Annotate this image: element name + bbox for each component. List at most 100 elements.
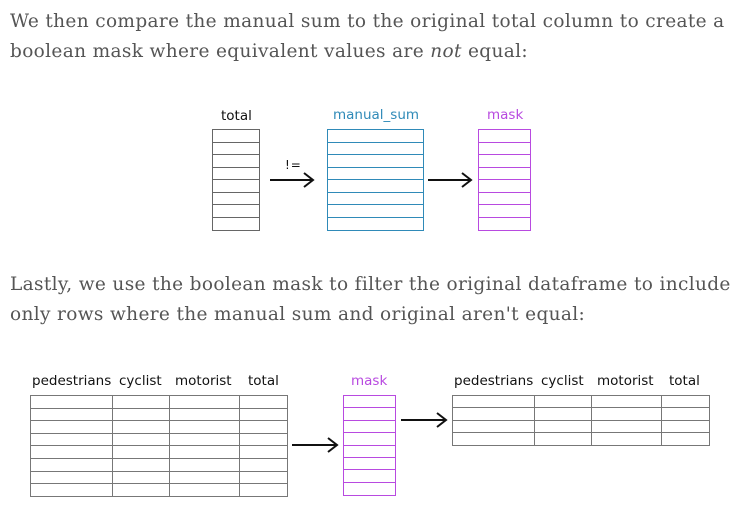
- table-cell: [591, 432, 662, 446]
- table-cell: [239, 470, 288, 485]
- column-cell: [479, 193, 530, 205]
- arrow-right-icon: [270, 172, 315, 188]
- column-cell: [213, 143, 259, 155]
- column-cell: [344, 396, 395, 409]
- column-cell: [328, 155, 423, 168]
- mask-column: [343, 395, 396, 496]
- column-cell: [328, 205, 423, 218]
- column-cell: [213, 193, 259, 205]
- left-header-pedestrians: pedestrians: [32, 373, 112, 389]
- arrow-right-icon: [292, 437, 339, 453]
- table-cell: [239, 395, 288, 409]
- column-cell: [344, 470, 395, 483]
- arrow-right-icon: [401, 412, 448, 428]
- table-cell: [661, 419, 710, 434]
- right-header-cyclist: cyclist: [541, 373, 584, 389]
- table-cell: [169, 432, 240, 447]
- original-dataframe-table: [30, 395, 288, 497]
- table-cell: [239, 407, 288, 422]
- column-cell: [344, 458, 395, 471]
- left-header-motorist: motorist: [175, 373, 232, 389]
- column-cell: [344, 408, 395, 421]
- table-row: [30, 457, 288, 472]
- column-cell: [213, 168, 259, 180]
- table-cell: [239, 483, 288, 497]
- table-cell: [169, 470, 240, 485]
- table-cell: [112, 407, 170, 422]
- table-cell: [452, 407, 535, 421]
- table-cell: [30, 407, 113, 422]
- table-row: [30, 432, 288, 447]
- column-cell: [328, 218, 423, 231]
- column-cell: [328, 193, 423, 205]
- not-equal-operator: !=: [285, 158, 302, 172]
- table-cell: [169, 483, 240, 497]
- paragraph-compare-text-before: We then compare the manual sum to the or…: [10, 11, 725, 62]
- column-cell: [213, 130, 259, 143]
- right-header-motorist: motorist: [597, 373, 654, 389]
- mask-column-label: mask: [487, 107, 524, 123]
- table-cell: [169, 420, 240, 434]
- table-cell: [112, 395, 170, 409]
- table-row: [30, 445, 288, 459]
- table-cell: [169, 457, 240, 472]
- table-cell: [452, 432, 535, 446]
- column-cell: [479, 180, 530, 193]
- table-row: [452, 394, 710, 409]
- table-cell: [239, 457, 288, 472]
- table-cell: [169, 445, 240, 459]
- right-header-total: total: [669, 373, 700, 389]
- table-cell: [452, 419, 535, 434]
- column-cell: [479, 155, 530, 168]
- table-cell: [534, 419, 592, 434]
- table-cell: [239, 420, 288, 434]
- column-cell: [213, 205, 259, 218]
- column-cell: [479, 168, 530, 180]
- table-cell: [239, 432, 288, 447]
- mask-column: [478, 129, 531, 231]
- column-cell: [479, 218, 530, 231]
- table-cell: [169, 407, 240, 422]
- table-cell: [534, 407, 592, 421]
- table-row: [30, 470, 288, 485]
- paragraph-compare-text-after: equal:: [461, 41, 528, 62]
- column-cell: [328, 168, 423, 180]
- table-cell: [534, 432, 592, 446]
- table-row: [30, 407, 288, 422]
- table-cell: [30, 483, 113, 497]
- table-row: [30, 395, 288, 409]
- table-cell: [112, 457, 170, 472]
- table-cell: [30, 457, 113, 472]
- table-cell: [661, 432, 710, 446]
- column-cell: [344, 421, 395, 434]
- paragraph-compare-emphasis: not: [430, 41, 462, 62]
- table-row: [30, 483, 288, 497]
- filtered-dataframe-table: [452, 394, 710, 446]
- table-row: [452, 407, 710, 421]
- total-column: [212, 129, 260, 231]
- column-cell: [328, 180, 423, 193]
- mask-column-label: mask: [351, 373, 388, 389]
- table-cell: [30, 470, 113, 485]
- table-cell: [30, 395, 113, 409]
- column-cell: [213, 218, 259, 231]
- manual-sum-column-label: manual_sum: [333, 107, 420, 123]
- table-cell: [591, 419, 662, 434]
- left-header-total: total: [248, 373, 279, 389]
- table-cell: [112, 483, 170, 497]
- table-row: [30, 420, 288, 434]
- table-cell: [112, 432, 170, 447]
- column-cell: [344, 483, 395, 495]
- column-cell: [328, 143, 423, 155]
- table-cell: [30, 432, 113, 447]
- table-cell: [30, 445, 113, 459]
- table-cell: [452, 394, 535, 409]
- column-cell: [213, 180, 259, 193]
- column-cell: [479, 143, 530, 155]
- table-cell: [661, 407, 710, 421]
- paragraph-compare: We then compare the manual sum to the or…: [10, 7, 735, 67]
- table-row: [452, 419, 710, 434]
- column-cell: [344, 433, 395, 446]
- table-cell: [591, 394, 662, 409]
- column-cell: [344, 446, 395, 458]
